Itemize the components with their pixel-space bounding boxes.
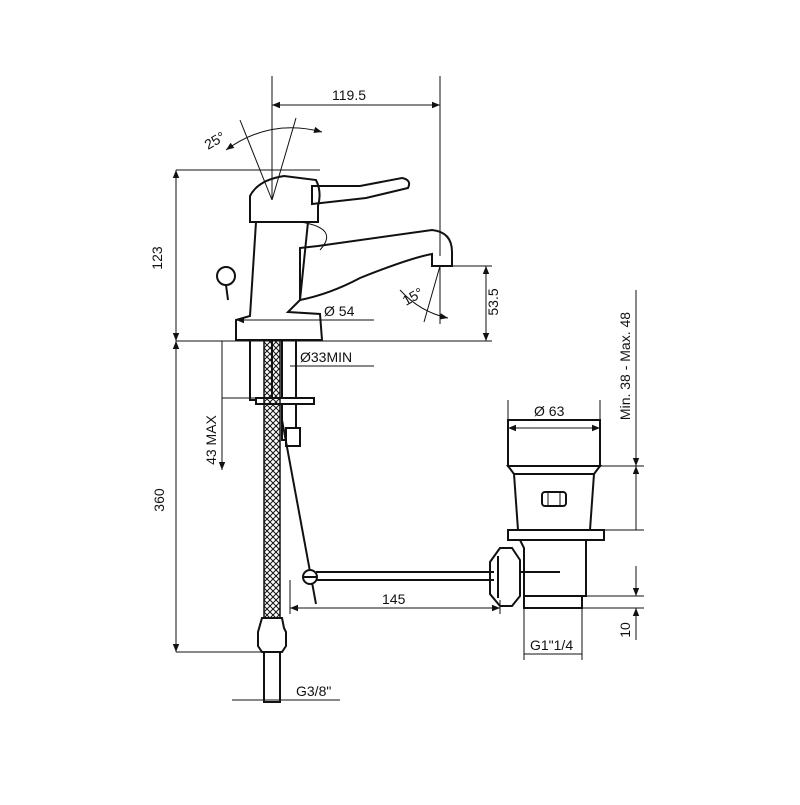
linkage-nut [489,547,521,607]
width-total-label: 119.5 [332,87,366,103]
hose-length-label: 360 [151,488,167,512]
spout-height-label: 53.5 [485,288,501,315]
waste-flange [506,465,602,475]
waste-thread-label: G1"1/4 [530,637,573,653]
shank-nut [285,427,301,447]
spout [299,228,453,302]
base-diameter-label: Ø 54 [324,303,355,319]
hose-thread-label: G3/8" [296,683,331,699]
waste-range-label: Min. 38 - Max. 48 [617,312,633,420]
hose-nut [257,617,287,653]
lever-handle [311,176,411,206]
lever-cap [249,174,321,223]
lever-angle-label: 25° [202,128,228,152]
fixing-plate [255,397,315,405]
faucet-body [235,221,324,341]
waste-locknut [507,529,605,541]
waste-offset-label: 10 [617,622,633,638]
faucet [176,174,453,703]
overflow-slot [541,491,567,507]
popup-rod-top [225,284,229,301]
waste-tail [523,595,583,609]
waste-plug [507,419,601,467]
shank-right [281,339,297,441]
popup-knob [216,266,236,286]
hose-tail [263,651,281,703]
rod-length-label: 145 [382,591,406,607]
dimension-lines [172,76,644,701]
deck-thickness-label: 43 MAX [203,414,219,464]
spout-shoulder [299,221,328,251]
waste-lower-body [518,539,587,597]
hole-diameter-label: Ø33MIN [300,349,352,365]
waste [316,419,605,609]
spout-angle-label: 15° [400,284,426,308]
waste-diameter-label: Ø 63 [534,403,565,419]
braided-hose [263,339,281,621]
height-body-label: 123 [149,246,165,270]
